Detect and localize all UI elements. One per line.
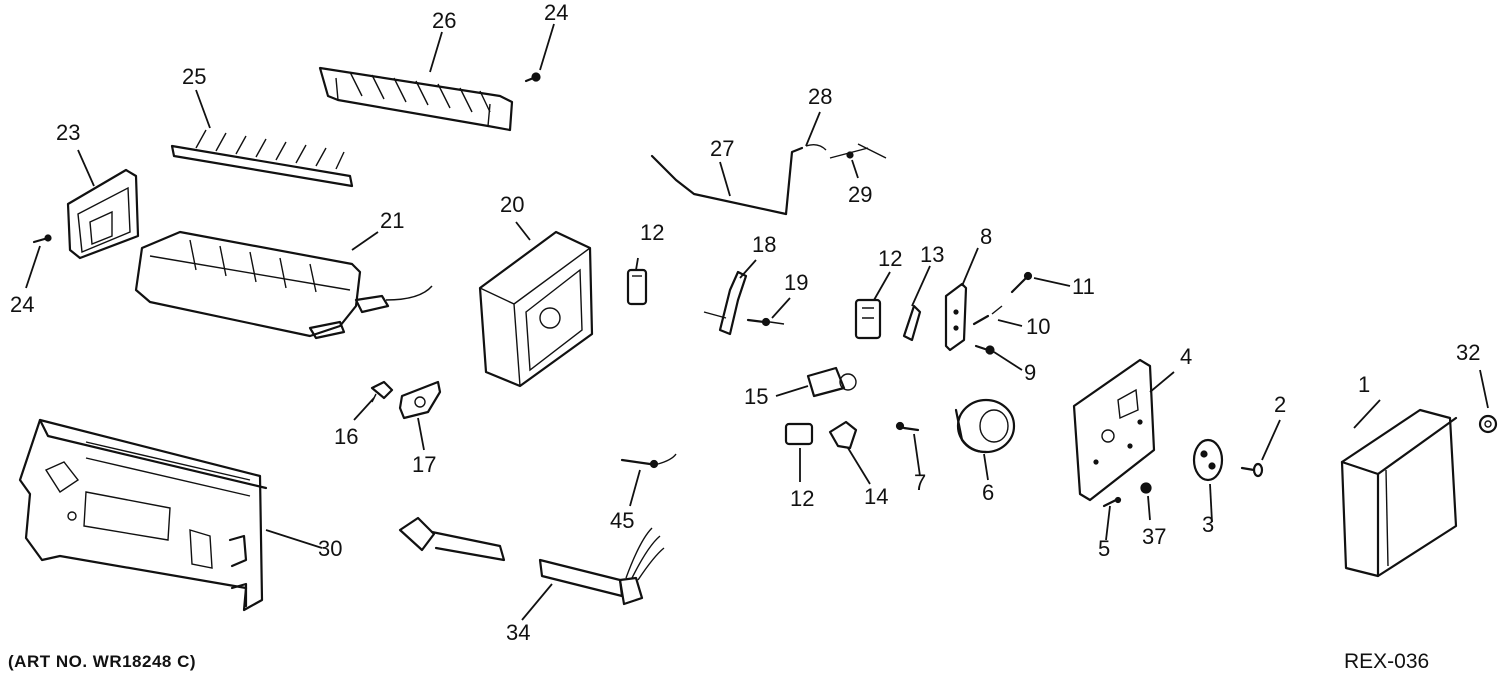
- part-26-ejector-cover: [318, 66, 514, 132]
- part-20-support-housing: [478, 230, 594, 388]
- callout-8: 8: [980, 224, 992, 249]
- part-32-nut: [1478, 414, 1498, 434]
- part-11-screw: [1010, 271, 1033, 294]
- part-8-bracket: [944, 282, 968, 352]
- part-7-screw: [895, 421, 920, 432]
- callout-18: 18: [752, 232, 776, 257]
- callout-12-upper: 12: [640, 220, 664, 245]
- part-27-shutoff-arm: [650, 146, 804, 216]
- part-1-cover: [1340, 408, 1458, 578]
- callout-12-middle: 12: [878, 246, 902, 271]
- part-28-29-spring: [805, 143, 887, 159]
- callout-25: 25: [182, 64, 206, 89]
- callout-20: 20: [500, 192, 524, 217]
- callout-3: 3: [1202, 512, 1214, 537]
- callout-15: 15: [744, 384, 768, 409]
- part-24-screw-left: [32, 234, 52, 244]
- callout-12-lower: 12: [790, 486, 814, 511]
- callout-13: 13: [920, 242, 944, 267]
- part-12-switch-lower: [784, 422, 814, 446]
- callout-24-top: 24: [544, 0, 568, 25]
- part-14-clip: [828, 420, 858, 450]
- part-6-motor: [954, 398, 1016, 454]
- part-15-thermostat: [806, 366, 857, 398]
- callout-labels: 1 2 3 4 5 6 7 8 9 10 11 12 12 12 13 14 1…: [10, 0, 1480, 645]
- part-37-grommet: [1140, 482, 1152, 494]
- part-3-gear: [1192, 438, 1224, 482]
- part-12-switch-upper: [626, 268, 648, 306]
- callout-37: 37: [1142, 524, 1166, 549]
- part-18-lever: [703, 270, 748, 336]
- callout-26: 26: [432, 8, 456, 33]
- part-21-mold-heater: [134, 230, 433, 340]
- callout-10: 10: [1026, 314, 1050, 339]
- callout-34: 34: [506, 620, 530, 645]
- part-9-screw: [974, 344, 995, 355]
- art-number-caption: (ART NO. WR18248 C): [8, 652, 197, 671]
- part-13-spring: [902, 304, 922, 342]
- callout-21: 21: [380, 208, 404, 233]
- part-5-screw: [1102, 496, 1122, 508]
- callout-45: 45: [610, 508, 634, 533]
- callout-2: 2: [1274, 392, 1286, 417]
- part-2-screw: [1240, 462, 1264, 478]
- part-30-mounting-bracket: [18, 418, 268, 612]
- callout-30: 30: [318, 536, 342, 561]
- part-24-screw-top: [524, 72, 541, 83]
- callout-23: 23: [56, 120, 80, 145]
- callout-24-left: 24: [10, 292, 34, 317]
- callout-28: 28: [808, 84, 832, 109]
- callout-14: 14: [864, 484, 888, 509]
- part-17-clamp: [398, 380, 442, 420]
- callout-9: 9: [1024, 360, 1036, 385]
- leader-lines: [25, 23, 1489, 621]
- part-16-fitting: [370, 380, 394, 403]
- callout-4: 4: [1180, 344, 1192, 369]
- callout-6: 6: [982, 480, 994, 505]
- callout-19: 19: [784, 270, 808, 295]
- callout-1: 1: [1358, 372, 1370, 397]
- callout-32: 32: [1456, 340, 1480, 365]
- callout-5: 5: [1098, 536, 1110, 561]
- callout-16: 16: [334, 424, 358, 449]
- part-23-mounting-plate: [66, 168, 140, 260]
- part-45-pin: [620, 453, 677, 469]
- part-10-screw: [972, 305, 1003, 326]
- part-12-switch-middle: [854, 298, 882, 340]
- callout-29: 29: [848, 182, 872, 207]
- part-25-ejector-blade: [170, 129, 354, 188]
- callout-11: 11: [1072, 274, 1095, 299]
- reference-code: REX-036: [1344, 650, 1430, 673]
- callout-7: 7: [914, 470, 926, 495]
- callout-27: 27: [710, 136, 734, 161]
- part-34-harness: [398, 516, 665, 606]
- part-4-mounting-plate: [1072, 358, 1156, 502]
- part-19-screw: [746, 317, 785, 327]
- callout-17: 17: [412, 452, 436, 477]
